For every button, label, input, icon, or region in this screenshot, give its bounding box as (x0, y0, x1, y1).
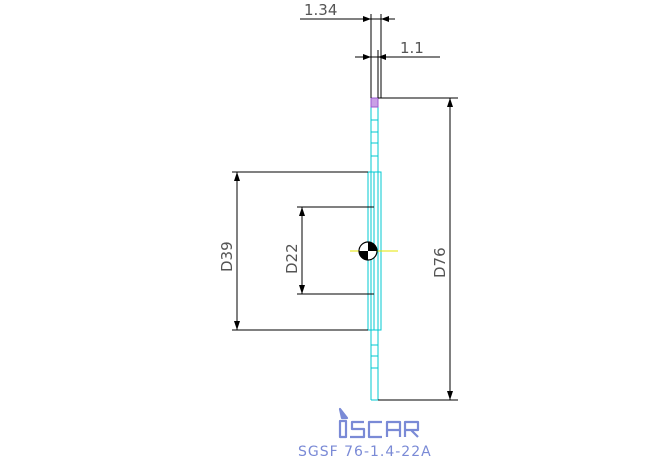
dim-label-width-total: 1.34 (304, 1, 337, 19)
dim-label-bore-diameter: D22 (283, 243, 301, 274)
center-mark-icon (358, 241, 378, 261)
iscar-logo (338, 407, 420, 439)
dimension-arrows (234, 16, 453, 400)
dim-label-width-blade: 1.1 (400, 39, 424, 57)
insert-tip (370, 97, 379, 108)
dim-label-outer-diameter: D76 (431, 247, 449, 278)
dim-label-hub-diameter: D39 (218, 241, 236, 272)
dimension-lines (232, 14, 458, 401)
part-number: SGSF 76-1.4-22A (298, 444, 432, 460)
